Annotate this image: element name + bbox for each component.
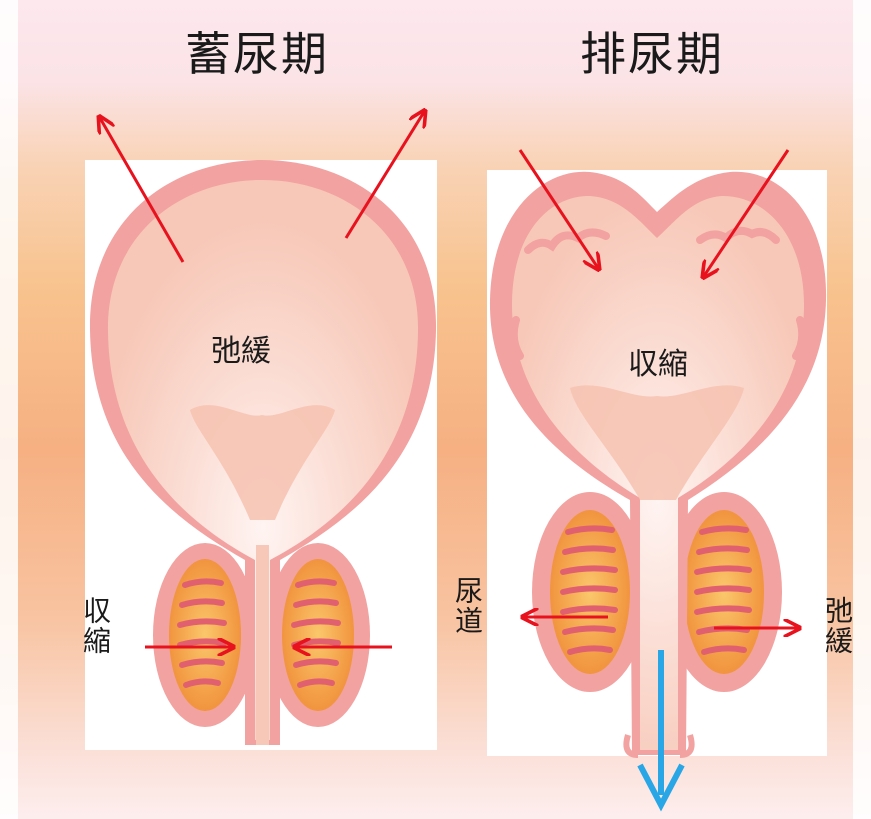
left-sphincter-label: 収縮 bbox=[78, 596, 112, 656]
title-voiding-phase: 排尿期 bbox=[580, 18, 724, 84]
right-sphincter-label: 弛緩 bbox=[820, 596, 854, 656]
left-bladder-label: 弛緩 bbox=[211, 326, 271, 370]
left-panel bbox=[85, 112, 437, 750]
right-bladder-label: 収縮 bbox=[628, 339, 688, 383]
title-storage-phase: 蓄尿期 bbox=[185, 18, 329, 84]
urethra-label: 尿道 bbox=[450, 576, 484, 636]
right-panel bbox=[487, 150, 827, 805]
